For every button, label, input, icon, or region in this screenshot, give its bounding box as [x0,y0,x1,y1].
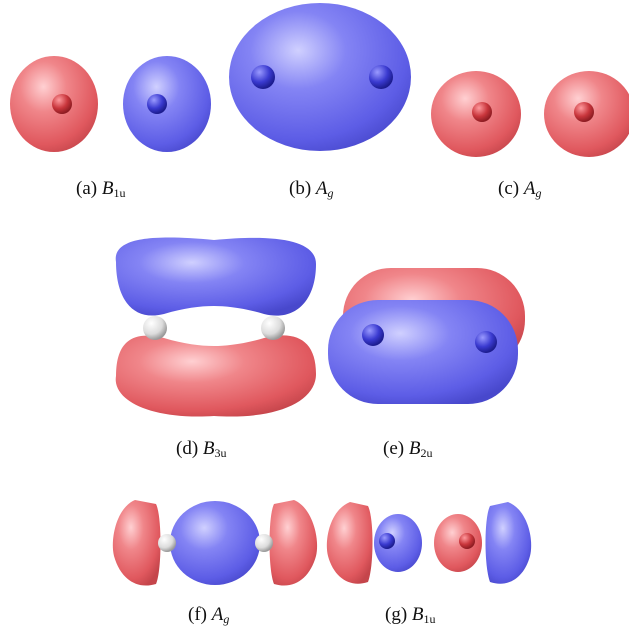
caption-g: (g) B1u [385,604,436,627]
caption-symbol: B [411,604,424,625]
atom-sphere [255,534,273,552]
caption-subscript: g [535,186,542,200]
orbital-c [431,71,629,157]
caption-subscript: 1u [113,186,126,200]
atom-sphere [147,94,167,114]
caption-d: (d) B3u [176,438,227,461]
lobe-positive [326,502,373,584]
caption-label: (a) [76,178,98,199]
caption-symbol: A [523,178,536,199]
atom-sphere [379,533,395,549]
orbital-a [10,56,211,152]
caption-subscript: 1u [423,612,436,626]
caption-b: (b) Ag [289,178,334,201]
caption-label: (c) [498,178,520,199]
caption-e: (e) B2u [383,438,432,461]
lobe-negative [229,3,411,151]
orbital-f [112,500,318,586]
caption-label: (d) [176,438,199,459]
caption-subscript: g [223,612,230,626]
lobe-negative [374,514,422,572]
orbital-d [115,237,317,417]
atom-sphere [143,316,167,340]
caption-c: (c) Ag [498,178,541,201]
caption-subscript: 3u [214,446,227,460]
atom-sphere [158,534,176,552]
caption-symbol: B [202,438,215,459]
orbital-e [328,268,525,404]
atom-sphere [52,94,72,114]
caption-label: (b) [289,178,312,199]
lobe-positive [112,500,161,586]
atom-sphere [574,102,594,122]
atom-sphere [475,331,497,353]
atom-sphere [459,533,475,549]
lobe-negative [115,237,317,316]
atom-sphere [369,65,393,89]
lobe-negative [170,501,260,585]
caption-symbol: B [101,178,114,199]
caption-subscript: g [327,186,334,200]
orbital-b [229,3,411,151]
orbital-g [326,502,532,584]
atom-sphere [261,316,285,340]
caption-a: (a) B1u [76,178,125,201]
lobe-negative [485,502,532,584]
atom-sphere [472,102,492,122]
atom-sphere [362,324,384,346]
lobe-positive [269,500,318,586]
caption-symbol: A [315,178,328,199]
caption-f: (f) Ag [188,604,229,627]
caption-label: (e) [383,438,405,459]
caption-symbol: B [408,438,421,459]
atom-sphere [251,65,275,89]
caption-symbol: A [211,604,224,625]
lobe-positive [434,514,482,572]
lobe-positive [115,335,317,417]
caption-subscript: 2u [420,446,433,460]
caption-label: (g) [385,604,408,625]
caption-label: (f) [188,604,207,625]
